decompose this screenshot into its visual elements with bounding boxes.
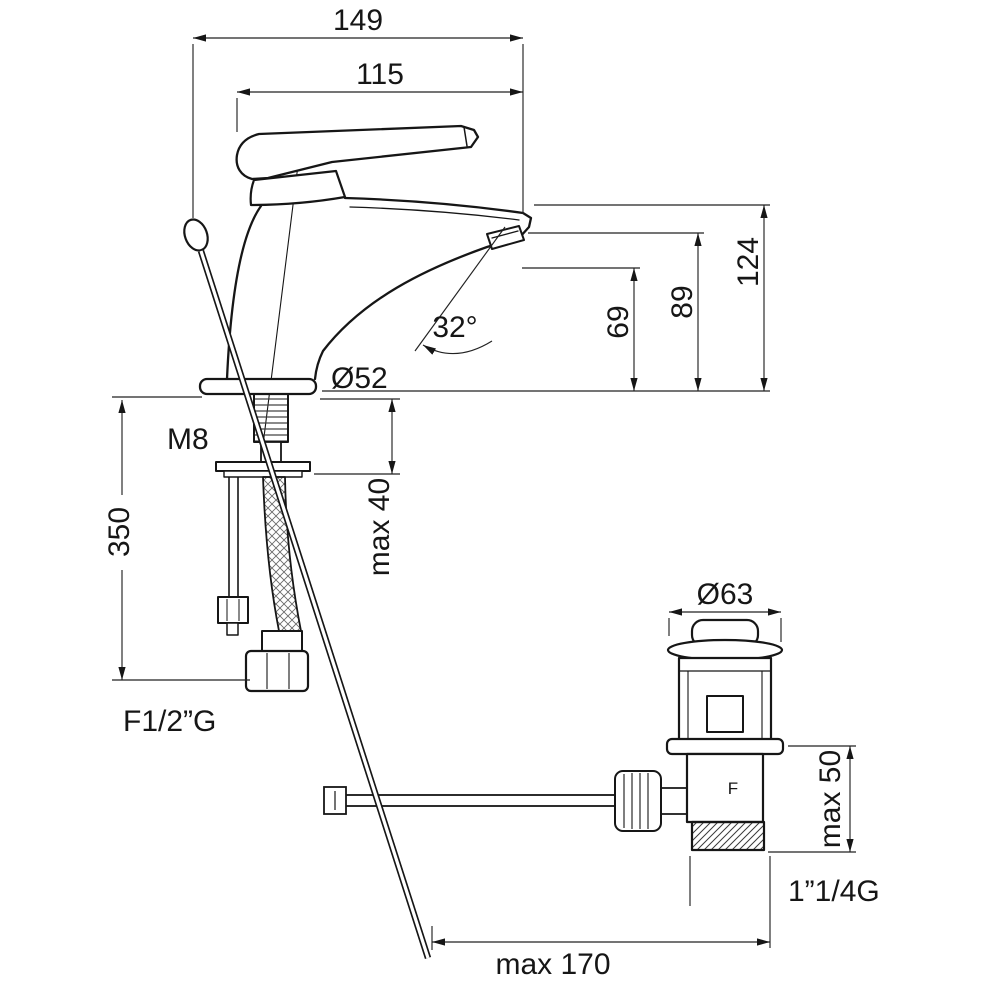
aerator-axis-line	[414, 226, 506, 352]
under-base-parts	[215, 393, 311, 693]
stud-nut	[217, 596, 249, 624]
wheel-connector	[660, 787, 688, 815]
dim-115-label: 115	[356, 58, 404, 91]
dim-89-label: 89	[666, 285, 699, 318]
dim-max40-label: max 40	[363, 478, 396, 576]
dim-max170-label: max 170	[495, 948, 610, 981]
hose-nut	[244, 649, 310, 693]
faucet-outline	[198, 124, 533, 470]
dim-69-label: 69	[602, 305, 635, 338]
dim-max50-label: max 50	[814, 750, 847, 848]
threaded-shank	[253, 393, 289, 443]
body-left-edge	[225, 204, 263, 381]
aerator-inner-line	[491, 230, 519, 239]
pop-up-rod-group	[183, 218, 432, 959]
dim-124-label: 124	[732, 237, 765, 287]
linkage	[323, 786, 635, 815]
adjustment-wheel	[614, 770, 662, 832]
thread-f12g-label: F1/2”G	[123, 705, 216, 738]
spout-inner-line	[349, 206, 520, 221]
handle-step	[463, 126, 468, 147]
angle-32-label: 32°	[432, 311, 477, 344]
waste-thread	[690, 820, 766, 852]
faucet-spout	[313, 196, 533, 381]
dim-350-label: 350	[103, 507, 136, 557]
dia-63-label: Ø63	[697, 578, 754, 611]
cartridge-dome	[249, 169, 347, 207]
mounting-washer	[215, 461, 311, 472]
hose-fitting	[261, 630, 303, 652]
waste-window	[706, 695, 744, 733]
waste-f-marking: F	[728, 779, 738, 798]
stud-tip	[226, 622, 239, 636]
base-flange	[198, 377, 318, 396]
waste-body-lower	[685, 752, 765, 824]
pop-up-rod-core	[199, 250, 430, 959]
thread-114g-label: 1”1/4G	[788, 875, 880, 908]
drain-assembly	[614, 618, 785, 852]
waste-mid-flange	[665, 737, 785, 756]
dimension-lines	[112, 34, 856, 950]
pop-up-knob	[183, 218, 209, 252]
dim-149-label: 149	[333, 4, 383, 37]
faucet-handle	[235, 124, 480, 181]
thread-m8-label: M8	[167, 423, 209, 456]
dimension-labels: 149 115 124 89 69 32° Ø52 M8 350 max 40 …	[103, 4, 880, 981]
dia-52-label: Ø52	[331, 362, 388, 395]
angle-arc	[422, 340, 493, 355]
